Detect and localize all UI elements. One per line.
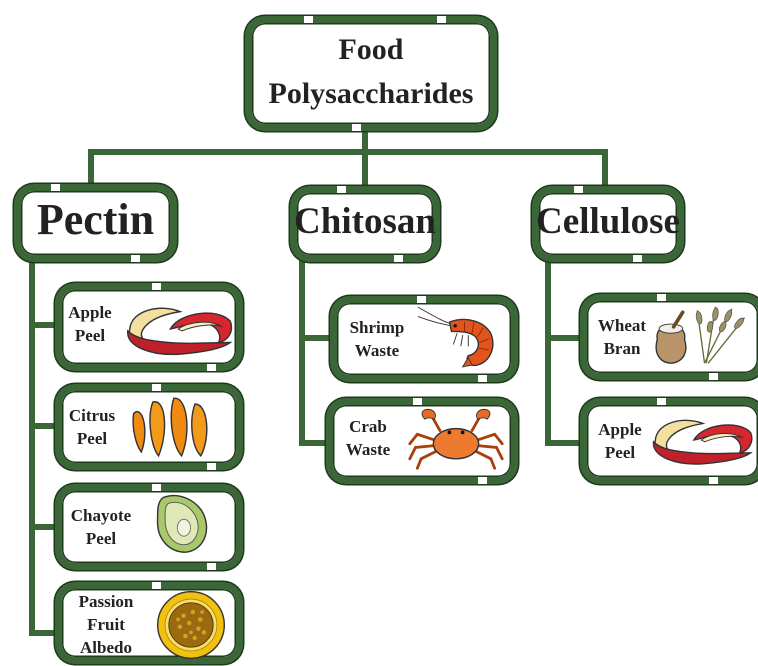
- category-cellulose-label: Cellulose: [536, 201, 680, 242]
- chayote-icon: [156, 494, 208, 553]
- root-title-line-2: Polysaccharides: [268, 77, 474, 110]
- item-chayote-peel: [55, 484, 243, 570]
- category-pectin-label: Pectin: [36, 195, 155, 244]
- item-apple-peel-cellulose: [580, 398, 758, 484]
- category-cellulose-node: [532, 186, 684, 262]
- root-title: Food Polysaccharides: [245, 28, 497, 116]
- wheat-bran-icon: [655, 306, 746, 364]
- orange-peel-icon: [132, 397, 208, 458]
- item-apple-peel-pectin: [55, 283, 243, 371]
- category-chitosan-label: Chitosan: [294, 201, 436, 242]
- crab-icon: [408, 408, 504, 470]
- root-branch: [88, 149, 608, 188]
- apple-peel-icon: [127, 307, 233, 356]
- root-title-line-1: Food: [338, 33, 404, 66]
- passion-fruit-icon: [157, 591, 225, 659]
- category-pectin-node: [14, 184, 177, 262]
- apple-peel-icon: [652, 419, 753, 465]
- cellulose-spine: [545, 258, 580, 446]
- root-node: [245, 16, 497, 131]
- chitosan-spine: [299, 258, 330, 446]
- item-citrus-peel: [55, 384, 243, 470]
- shrimp-icon: [417, 306, 494, 368]
- pectin-spine: [29, 258, 57, 636]
- category-chitosan-node: [290, 186, 440, 262]
